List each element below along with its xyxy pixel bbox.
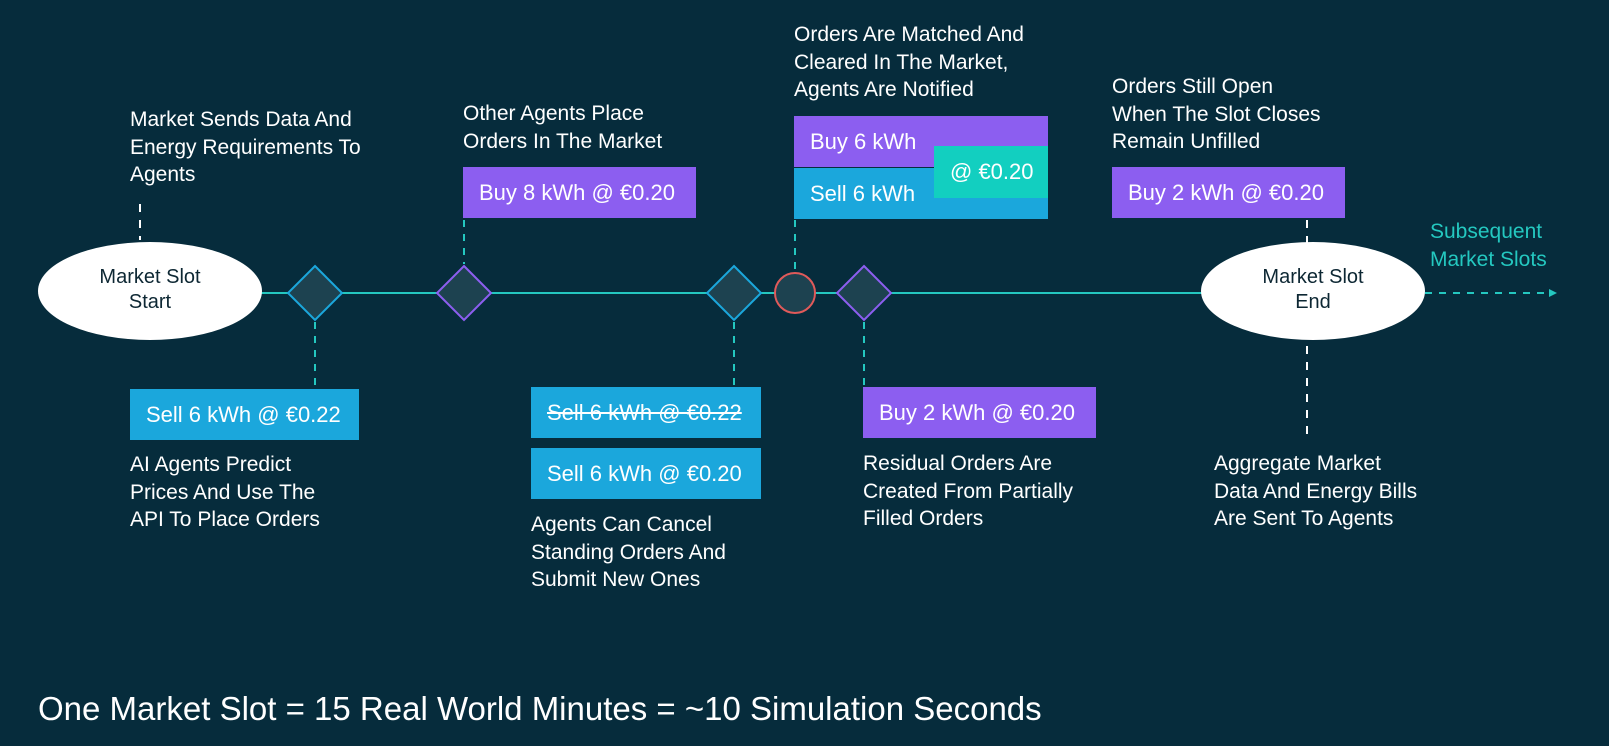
order-buy-8: Buy 8 kWh @ €0.20 bbox=[463, 167, 696, 218]
event-market-sends-text: Market Sends Data And Energy Requirement… bbox=[130, 108, 361, 186]
event-diamond-other-orders bbox=[435, 264, 493, 322]
market-slot-end-label: Market Slot End bbox=[1262, 266, 1364, 313]
event-ai-agents-text: AI Agents Predict Prices And Use The API… bbox=[130, 453, 320, 531]
footer-summary: One Market Slot = 15 Real World Minutes … bbox=[38, 690, 1042, 727]
subsequent-market-slots-label: Subsequent Market Slots bbox=[1430, 220, 1547, 271]
order-residual-buy: Buy 2 kWh @ €0.20 bbox=[863, 387, 1096, 438]
event-residual-text: Residual Orders Are Created From Partial… bbox=[863, 452, 1074, 530]
market-slot-start-node bbox=[38, 242, 262, 340]
event-aggregate-text: Aggregate Market Data And Energy Bills A… bbox=[1214, 452, 1418, 530]
order-open-buy: Buy 2 kWh @ €0.20 bbox=[1112, 167, 1345, 218]
event-other-agents-text: Other Agents Place Orders In The Market bbox=[463, 102, 663, 153]
match-clear-circle bbox=[774, 272, 816, 314]
order-sell-020: Sell 6 kWh @ €0.20 bbox=[531, 448, 761, 499]
event-diamond-cancel bbox=[705, 264, 763, 322]
event-cancel-text: Agents Can Cancel Standing Orders And Su… bbox=[531, 513, 726, 591]
match-price-badge: @ €0.20 bbox=[934, 146, 1048, 198]
order-sell-022: Sell 6 kWh @ €0.22 bbox=[130, 389, 359, 440]
market-slot-start-label: Market Slot Start bbox=[99, 266, 201, 313]
order-sell-022-cancelled: Sell 6 kWh @ €0.22 bbox=[531, 387, 761, 438]
event-matched-text: Orders Are Matched And Cleared In The Ma… bbox=[794, 23, 1024, 101]
market-slot-end-node bbox=[1201, 242, 1425, 340]
event-diamond-residual bbox=[835, 264, 893, 322]
event-still-open-text: Orders Still Open When The Slot Closes R… bbox=[1112, 75, 1321, 153]
event-diamond-ai-orders bbox=[286, 264, 344, 322]
